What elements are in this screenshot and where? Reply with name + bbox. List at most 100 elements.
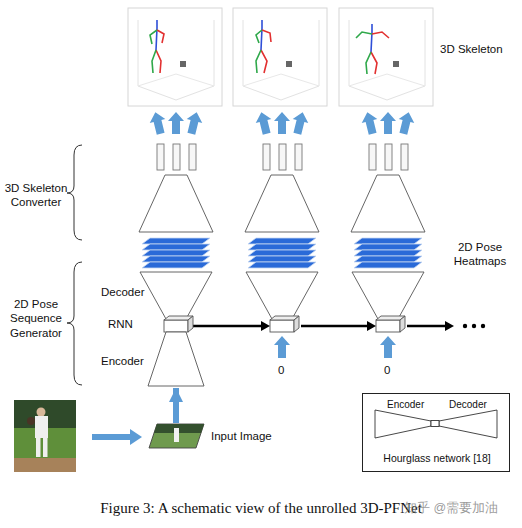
- input-arrow: [92, 429, 142, 445]
- converter-trapezoid: [245, 175, 319, 232]
- unrolled-steps: [246, 272, 424, 332]
- heatmap-layer: [142, 250, 210, 256]
- node-outline: [164, 320, 188, 332]
- photo-dirt: [14, 458, 76, 472]
- output-label: 2D Pose Heatmaps: [449, 240, 511, 269]
- output-label: 3D Skeleton: [440, 42, 520, 56]
- node-outline: [148, 332, 204, 387]
- curly-brace: [67, 145, 82, 240]
- vector-bar: [369, 144, 376, 170]
- plot-grid: [387, 74, 425, 86]
- heatmap-layer: [354, 238, 422, 244]
- converter-trapezoid: [139, 175, 213, 232]
- heatmap-layer: [142, 238, 210, 244]
- plot-grid: [349, 74, 387, 86]
- vector-bar: [401, 144, 408, 170]
- rnn-cell-front: [164, 320, 188, 332]
- vector-bar: [263, 144, 270, 170]
- plot-frame: [233, 8, 327, 106]
- plot-frame: [128, 8, 222, 106]
- rnn-cell-side: [294, 316, 299, 332]
- block-arrow: [184, 110, 205, 135]
- block-arrow: [274, 336, 290, 358]
- node-label: Hourglass network [18]: [363, 452, 511, 465]
- skeleton-figure: [356, 24, 389, 74]
- converter-trapezoid: [351, 175, 425, 232]
- output-vectors: [157, 144, 408, 170]
- dot: [463, 324, 467, 328]
- watermark: 知乎 @需要加油: [404, 501, 498, 517]
- dot: [481, 324, 485, 328]
- rnn-cell-side: [188, 316, 193, 332]
- heatmap-layer: [142, 256, 210, 262]
- block-arrow: [290, 110, 311, 135]
- heatmap-layer: [248, 250, 316, 256]
- player-head: [37, 408, 46, 417]
- plot-grid: [243, 74, 281, 86]
- player-body: [35, 416, 48, 438]
- player-glove: [27, 417, 35, 425]
- vector-bar: [385, 144, 392, 170]
- heatmap-layer: [248, 238, 316, 244]
- curly-brace: [67, 262, 82, 385]
- arrow-head: [261, 321, 270, 331]
- decoder-trapezoid: Decoder: [140, 272, 212, 320]
- vector-bar: [295, 144, 302, 170]
- plot-marker: [180, 61, 186, 67]
- converter-networks: [139, 175, 425, 232]
- heatmap-layer: [248, 262, 316, 268]
- image-tile-player: [174, 428, 179, 442]
- decoder-trapezoid: [140, 272, 212, 319]
- block-arrow: [274, 112, 290, 134]
- skeleton-plot: [233, 8, 327, 106]
- node-label: Decoder: [101, 286, 144, 300]
- flow-arrow: [173, 388, 179, 423]
- plot-grid: [281, 74, 319, 86]
- encoder-trapezoid: Encoder: [148, 332, 204, 387]
- heatmap-layer: [354, 256, 422, 262]
- plot-marker: [393, 61, 399, 67]
- continuation-dots: [463, 324, 485, 328]
- skeleton-plot: [339, 8, 433, 106]
- block-arrow-head: [130, 429, 142, 445]
- skeleton-figure: [256, 20, 271, 73]
- node-outline: [140, 272, 212, 320]
- plot-axes: [349, 20, 425, 100]
- heatmap-layer: [142, 262, 210, 268]
- state-arrow-line: [301, 325, 368, 328]
- block-arrow: [396, 110, 417, 135]
- state-arrow-line: [190, 325, 262, 328]
- heatmap-layer: [142, 244, 210, 250]
- skeleton-plot: [128, 8, 222, 106]
- bracket-label: 2D Pose Sequence Generator: [6, 297, 66, 340]
- plot-axes: [138, 20, 214, 100]
- arrow-head: [445, 321, 454, 331]
- block-arrow: [168, 112, 184, 134]
- heatmap-layer: [354, 262, 422, 268]
- image-tile: [149, 424, 204, 448]
- rnn-cell: [270, 320, 294, 332]
- encoder-trapezoid: [148, 332, 204, 386]
- block-arrow: [254, 110, 275, 135]
- rnn-cell: RNN: [164, 320, 188, 332]
- input-value: 0: [278, 363, 284, 377]
- input-photo: [14, 400, 76, 472]
- heatmap-layer: [354, 250, 422, 256]
- dot: [472, 324, 476, 328]
- node-label: Encoder: [101, 355, 144, 369]
- output-arrows: [148, 110, 417, 135]
- node-label: RNN: [108, 318, 133, 332]
- plot-axes: [243, 20, 319, 100]
- input-value: 0: [384, 363, 390, 377]
- plot-grid: [138, 74, 176, 86]
- block-arrow: [360, 110, 381, 135]
- vector-bar: [279, 144, 286, 170]
- zero-input-arrows: [274, 336, 396, 358]
- decoder-trapezoid: [352, 272, 424, 319]
- heatmap-stacks: [142, 238, 422, 268]
- node-label: Encoder: [387, 399, 424, 411]
- decoder-shape: [439, 410, 497, 438]
- bracket-label: 3D Skeleton Converter: [4, 181, 68, 210]
- vector-bar: [189, 144, 196, 170]
